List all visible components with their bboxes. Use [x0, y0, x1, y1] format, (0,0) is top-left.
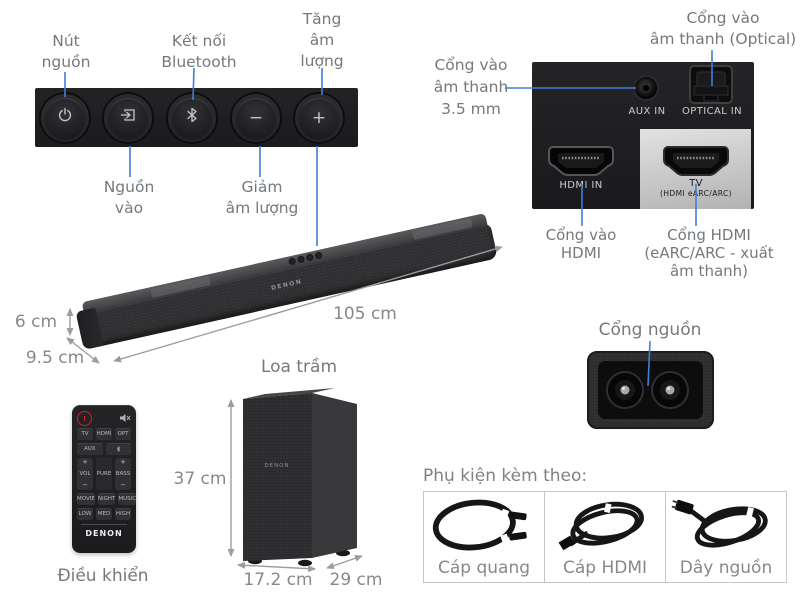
volume-down-label: Giảm âm lượng — [225, 178, 299, 217]
remote-key-bass: + BASS − — [115, 458, 131, 490]
remote-key-low: LOW — [77, 508, 93, 520]
plus-icon: + — [311, 107, 327, 128]
power-icon — [57, 107, 73, 128]
input-button-label: Nguồn vào — [103, 178, 155, 217]
input-source-button — [102, 91, 154, 144]
soundbar: DENON — [74, 212, 498, 350]
hdmi-in-label: Cổng vào HDMI — [545, 226, 617, 262]
volume-down-button: − — [230, 91, 282, 144]
bluetooth-icon — [116, 446, 121, 452]
aux-jack-icon — [635, 77, 657, 99]
remote-label: Điều khiển — [57, 566, 149, 586]
subwoofer-brand-logo: DENON — [264, 463, 289, 469]
mute-icon — [120, 414, 131, 422]
input-source-icon — [120, 107, 136, 128]
volume-up-label: Tăng âm lượng — [300, 10, 344, 70]
tv-port-subtext: (HDMI eARC/ARC) — [660, 189, 732, 198]
remote-key-music: MUSIC — [118, 493, 137, 505]
power-button — [39, 91, 91, 144]
subwoofer-height-dim: 37 cm — [173, 469, 227, 489]
rear-ports-panel: AUX IN OPTICAL IN HDMI IN TV (HDMI eARC/… — [532, 62, 754, 209]
remote-key-movie: MOVIE — [77, 493, 95, 505]
optical-cable-icon — [432, 499, 527, 551]
subwoofer-depth-dim: 29 cm — [329, 570, 383, 590]
minus-icon: − — [248, 107, 264, 128]
hdmi-arc-label: Cổng HDMI (eARC/ARC - xuất âm thanh) — [644, 226, 774, 280]
bluetooth-button — [166, 91, 218, 144]
subwoofer: DENON — [243, 388, 357, 567]
power-inlet-icon — [587, 351, 714, 429]
remote-key-pure: PURE — [96, 458, 112, 490]
optical-input-label: Cổng vào âm thanh (Optical) — [649, 9, 797, 48]
remote-key-aux: AUX — [77, 443, 103, 455]
remote-key-tv: TV — [77, 428, 93, 440]
power-cord-icon — [671, 499, 768, 548]
remote-control: TV HDMI OPT AUX + VOL − PURE + BASS − — [72, 405, 137, 553]
aux-port-text: AUX IN — [628, 106, 666, 117]
optical-port-text: OPTICAL IN — [682, 106, 742, 117]
tv-hdmi-port-icon — [663, 146, 729, 176]
remote-key-volume: + VOL − — [77, 458, 93, 490]
bluetooth-icon — [185, 107, 199, 128]
hdmi-in-port-text: HDMI IN — [559, 180, 603, 191]
remote-key-high: HIGH — [115, 508, 131, 520]
accessories-table: Cáp quang Cáp HDMI Dây nguồn — [423, 491, 787, 583]
accessory-optical-cable: Cáp quang — [424, 492, 545, 582]
power-inlet-label: Cổng nguồn — [598, 320, 702, 340]
hdmi-in-port-icon — [548, 146, 614, 176]
soundbar-button-panel: − + — [35, 88, 358, 147]
accessory-power-cord: Dây nguồn — [666, 492, 786, 582]
accessory-hdmi-cable: Cáp HDMI — [545, 492, 666, 582]
remote-divider — [81, 524, 127, 525]
volume-up-button: + — [293, 91, 345, 144]
remote-power-icon — [77, 410, 92, 426]
power-button-label: Nút nguồn — [41, 32, 91, 71]
accessories-title: Phụ kiện kèm theo: — [423, 466, 588, 486]
soundbar-depth-dim: 9.5 cm — [25, 348, 85, 368]
hdmi-cable-icon — [558, 501, 644, 551]
remote-key-med: MED — [96, 508, 112, 520]
remote-key-night: NIGHT — [97, 493, 116, 505]
subwoofer-title: Loa trầm — [260, 357, 338, 377]
remote-key-opt: OPT — [115, 428, 131, 440]
remote-brand-logo: DENON — [85, 529, 123, 538]
optical-port-icon — [689, 65, 733, 104]
aux-input-label: Cổng vào âm thanh 3.5 mm — [433, 56, 509, 118]
remote-key-bluetooth — [105, 443, 131, 455]
soundbar-length-dim: 105 cm — [333, 304, 397, 324]
remote-key-hdmi: HDMI — [96, 428, 112, 440]
tv-port-text: TV — [689, 178, 703, 189]
subwoofer-width-dim: 17.2 cm — [243, 570, 313, 590]
soundbar-height-dim: 6 cm — [14, 312, 58, 332]
bluetooth-button-label: Kết nối Bluetooth — [161, 32, 237, 71]
